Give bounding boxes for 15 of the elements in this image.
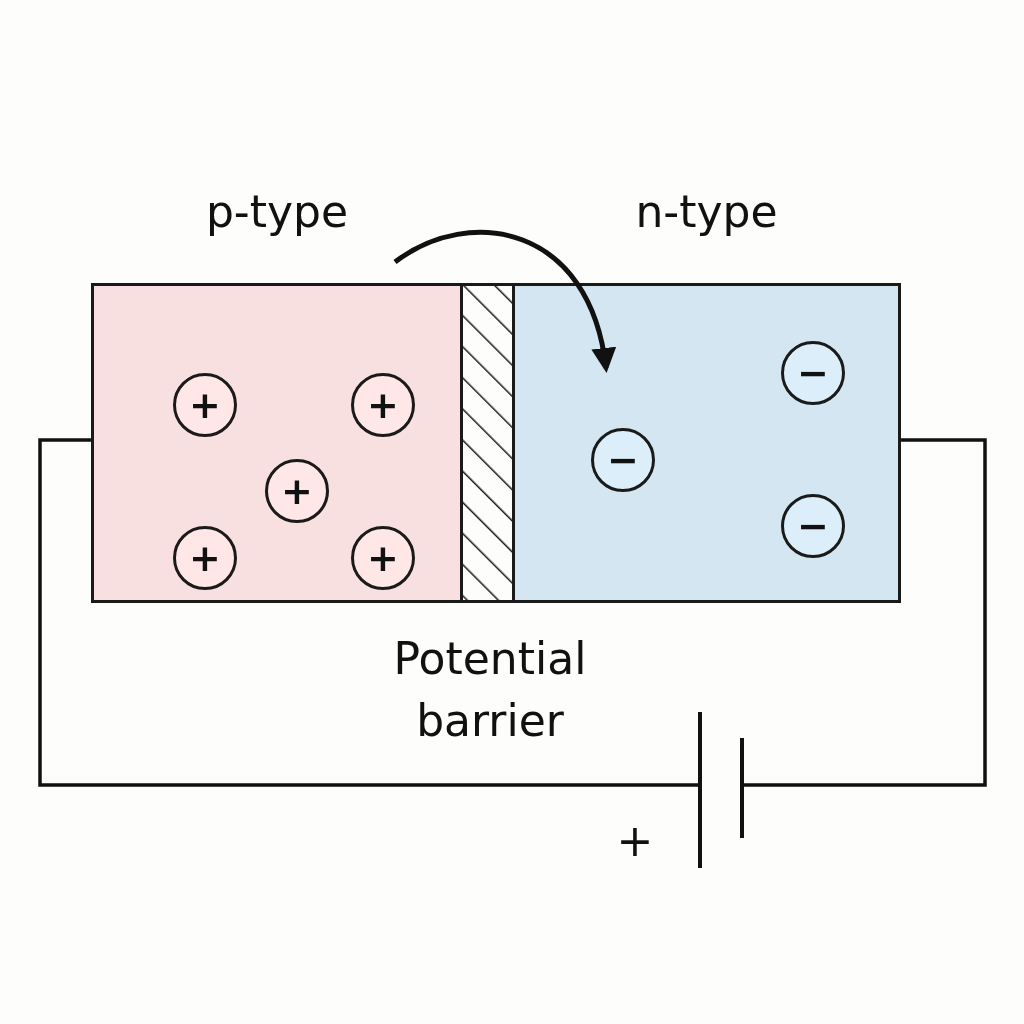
- wire: [38, 438, 700, 787]
- charge-circle: +: [351, 373, 415, 437]
- curved-arrow: [393, 229, 615, 373]
- wire: [744, 438, 987, 787]
- charge-circle: +: [173, 526, 237, 590]
- barrier-label: Potential barrier: [392, 632, 588, 748]
- charge-circle: +: [173, 373, 237, 437]
- polarity-sign: +: [615, 814, 655, 868]
- charge-circle: +: [351, 526, 415, 590]
- region-label: p-type: [204, 186, 350, 237]
- charge-circle: −: [781, 341, 845, 405]
- charge-circle: +: [265, 459, 329, 523]
- charge-circle: −: [591, 428, 655, 492]
- charge-circle: −: [781, 494, 845, 558]
- region-label: n-type: [634, 186, 779, 237]
